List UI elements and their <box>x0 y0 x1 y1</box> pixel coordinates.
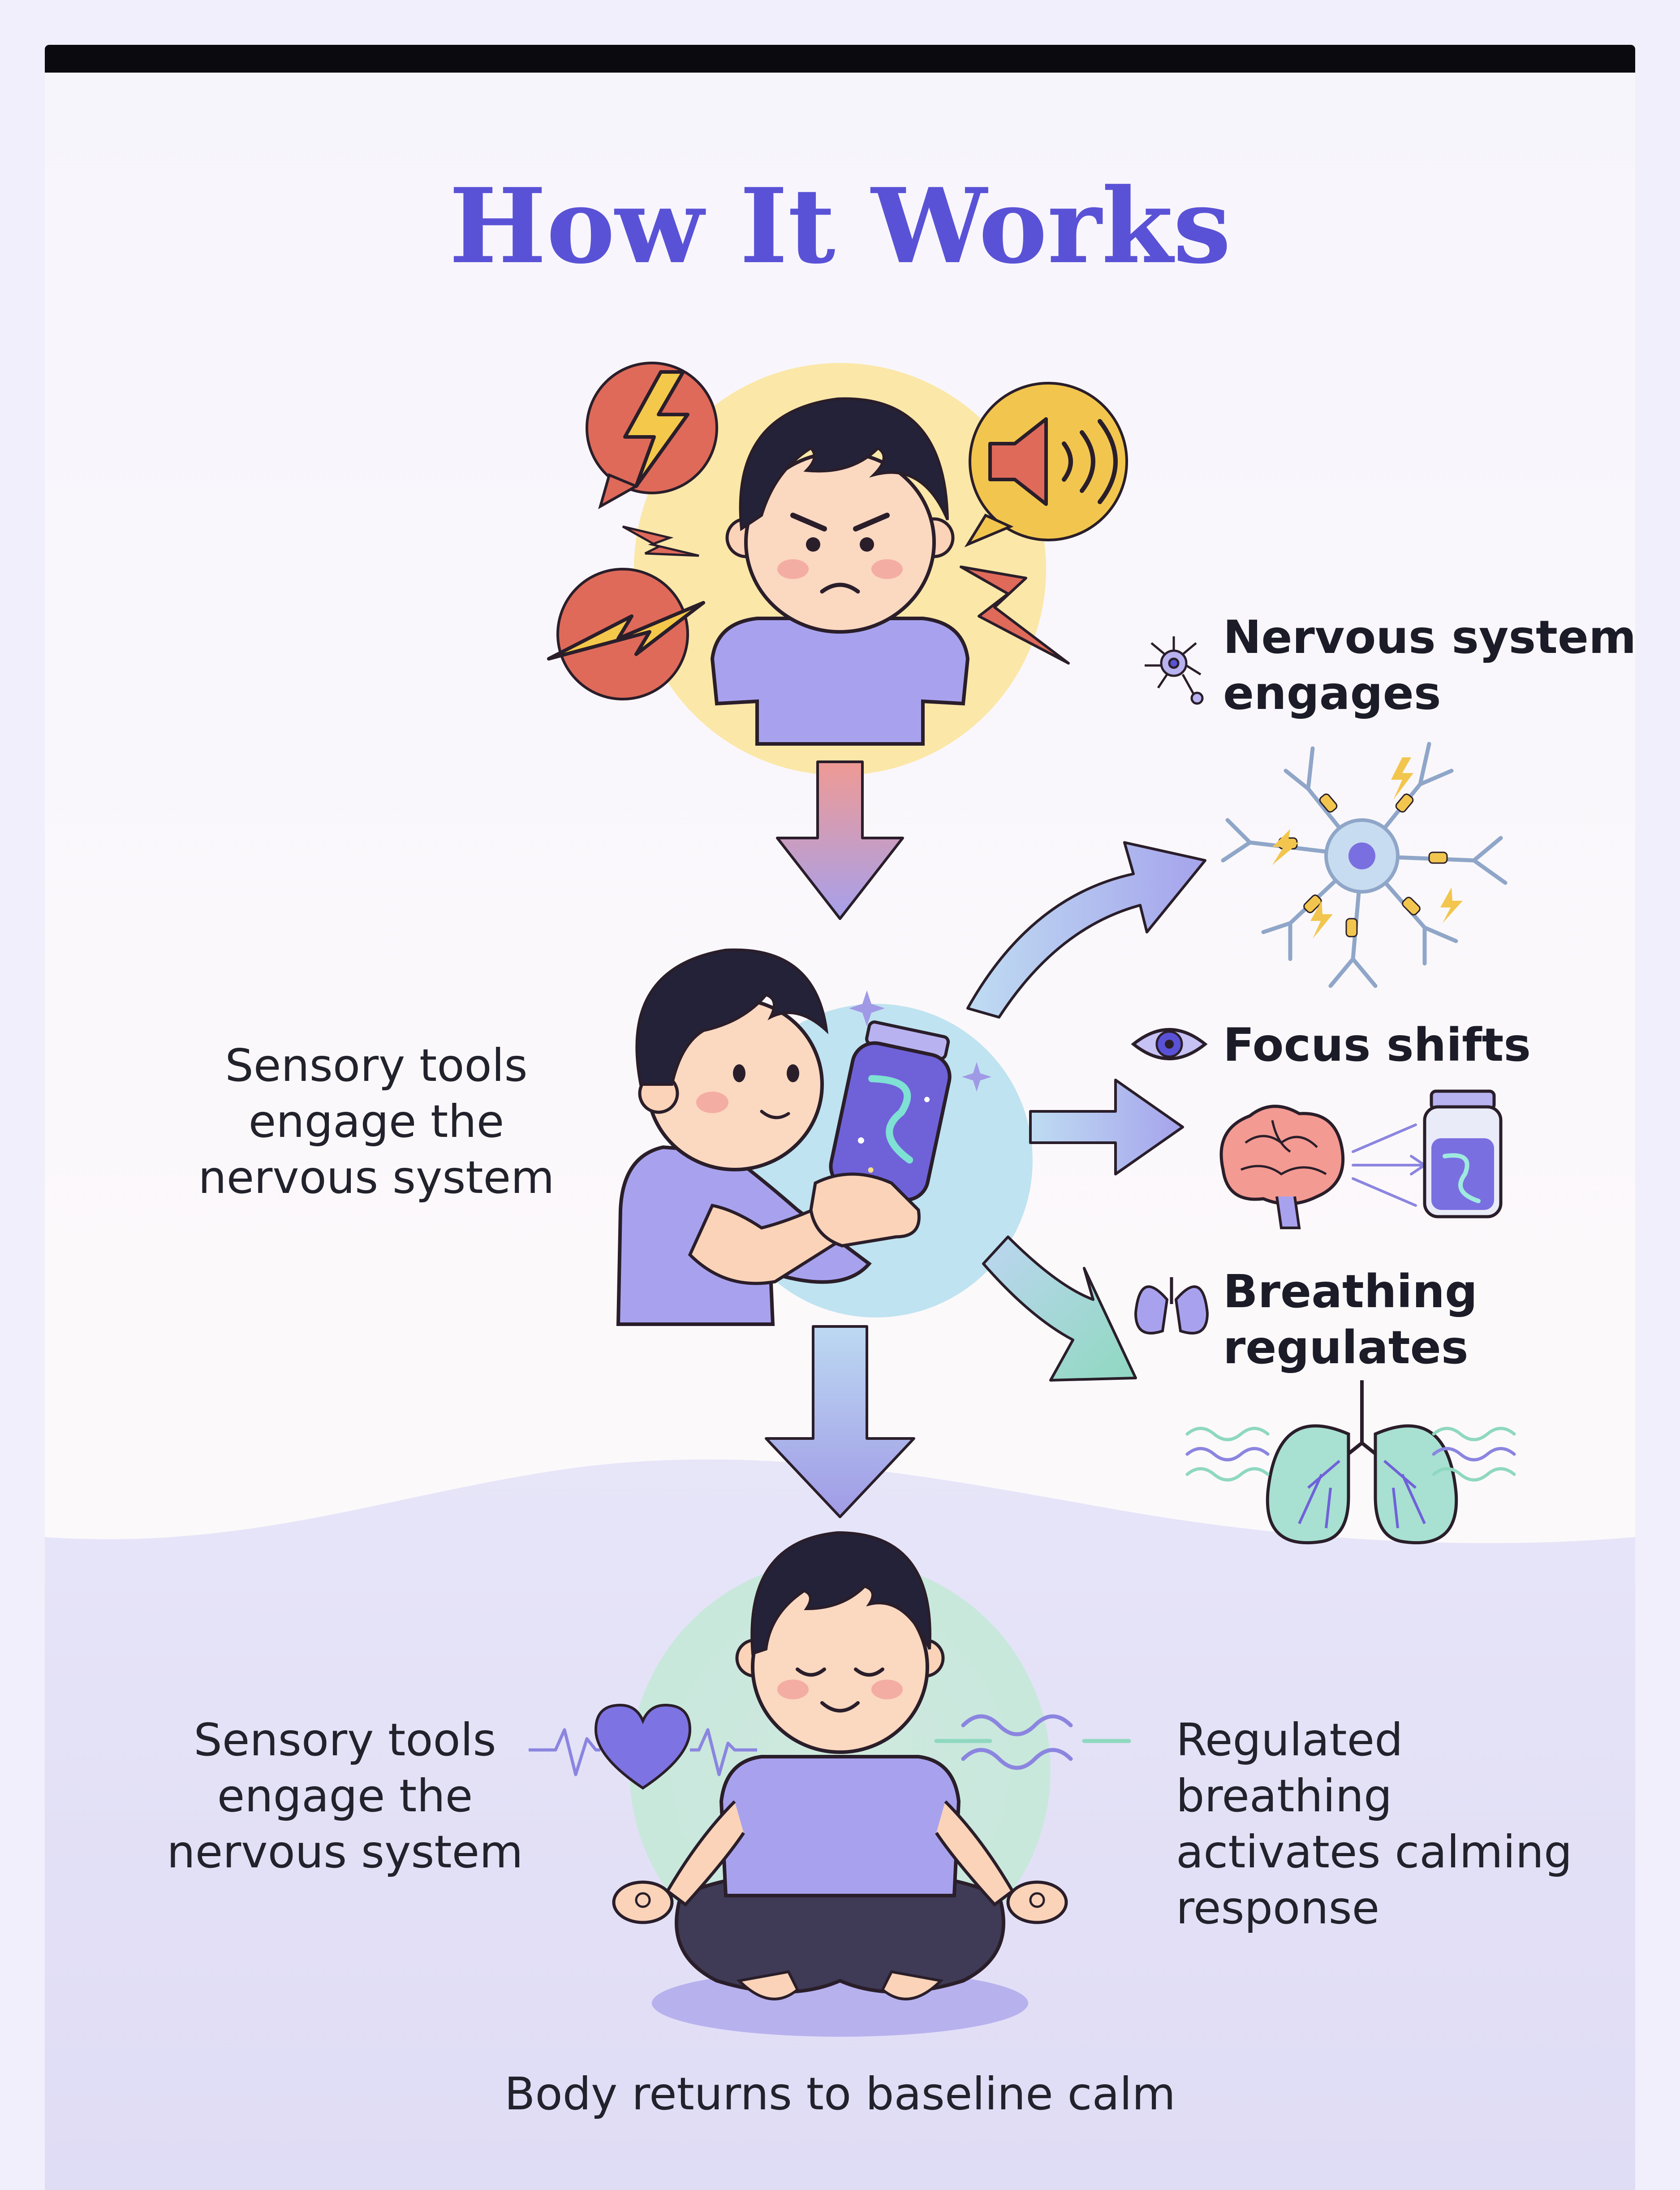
middle-child-hair <box>635 948 829 1086</box>
arrow-to-nervous-system <box>966 841 1206 1019</box>
page-title: How It Works <box>449 166 1231 287</box>
lightning-bubble-top-left <box>586 362 718 510</box>
arrow-to-focus <box>1029 1079 1184 1175</box>
breath-waves-left <box>1185 1427 1270 1482</box>
breathing-label: Breathing regulates <box>1223 1264 1478 1376</box>
label-line: Sensory tools <box>225 1039 528 1092</box>
sparkle-icon <box>849 990 885 1026</box>
eye-icon <box>1131 1028 1208 1060</box>
label-line: activates calming <box>1176 1826 1572 1878</box>
label-line: nervous system <box>167 1826 523 1878</box>
sensory-jar-icon <box>1423 1089 1503 1218</box>
label-line: nervous system <box>198 1151 555 1204</box>
label-line: Sensory tools <box>194 1714 496 1766</box>
label-line: breathing <box>1176 1770 1392 1822</box>
label-line: engage the <box>248 1095 504 1148</box>
middle-left-description: Sensory tools engage the nervous system <box>197 1037 556 1205</box>
speaker-bubble-right <box>964 382 1128 548</box>
label-line: engage the <box>217 1770 473 1822</box>
small-lightning-icon <box>960 566 1070 665</box>
breath-waves-right <box>1432 1427 1516 1482</box>
bottom-right-description: Regulated breathing activates calming re… <box>1176 1712 1572 1936</box>
stressed-child-hair <box>739 397 949 531</box>
spark-icon <box>1310 901 1333 939</box>
holding-hands <box>809 1172 921 1248</box>
neuron-icon <box>1145 636 1204 705</box>
right-hand <box>1006 1880 1068 1924</box>
left-hand <box>612 1880 674 1924</box>
stressed-child-illustration <box>547 362 1128 775</box>
down-arrow-1 <box>776 760 904 920</box>
bottom-caption: Body returns to baseline calm <box>504 2068 1176 2120</box>
lungs-illustration <box>1266 1380 1458 1545</box>
child-with-sensory-jar-illustration <box>616 948 1033 1326</box>
down-arrow-2 <box>765 1325 915 1518</box>
bottom-left-description: Sensory tools engage the nervous system <box>166 1712 524 1880</box>
top-bar <box>45 45 1635 73</box>
neuron-illustration <box>1221 742 1508 988</box>
calm-breath-waves <box>934 1714 1131 1770</box>
speaker-volume-icon <box>988 417 1048 506</box>
spark-icon <box>1272 829 1299 865</box>
label-line: Nervous system <box>1223 611 1637 664</box>
spark-icon <box>1440 887 1463 923</box>
label-line: engages <box>1223 667 1441 720</box>
sensory-jar-icon <box>829 1020 952 1202</box>
nervous-system-label: Nervous system engages <box>1223 609 1636 721</box>
lightning-bolt-icon <box>547 601 705 661</box>
label-line: regulates <box>1223 1321 1469 1374</box>
focus-label: Focus shifts <box>1223 1017 1531 1073</box>
arrow-to-breathing <box>982 1235 1137 1382</box>
label-line: Regulated <box>1176 1714 1403 1766</box>
label-line: response <box>1176 1882 1380 1934</box>
focus-lines <box>1352 1123 1427 1207</box>
meditating-child-illustration <box>612 1531 1068 2037</box>
stressed-child-shirt <box>710 617 970 746</box>
heart-icon <box>529 1703 757 1790</box>
label-line: Focus shifts <box>1223 1019 1531 1072</box>
lungs-icon <box>1134 1277 1209 1335</box>
spark-icon <box>1391 757 1413 800</box>
calm-child-hair <box>750 1531 931 1656</box>
small-lightning-icon <box>622 525 699 557</box>
meditating-child-shirt <box>719 1755 961 1897</box>
label-line: Breathing <box>1223 1265 1478 1318</box>
lightning-bubble-left <box>547 568 705 700</box>
lightning-bolt-icon <box>623 370 689 488</box>
sparkle-icon <box>962 1062 991 1092</box>
brain-icon <box>1219 1105 1345 1229</box>
